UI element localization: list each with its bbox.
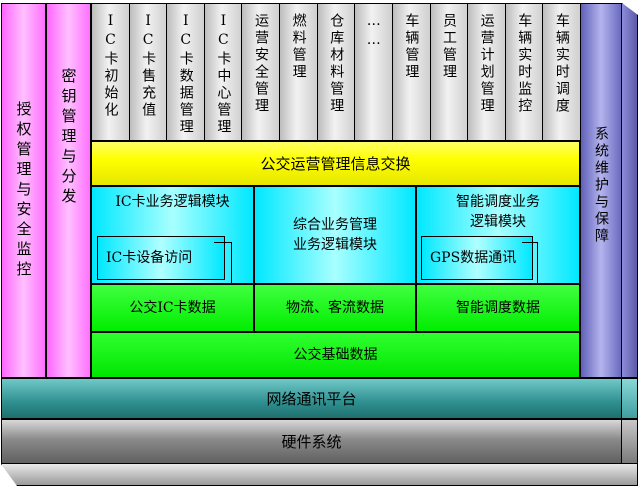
top-module-label: 燃料管理: [290, 13, 307, 81]
dispatch-data-label: 智能调度数据: [456, 300, 540, 316]
comprehensive-logic-module: 综合业务管理 业务逻辑模块: [254, 186, 416, 284]
top-module-label: IC卡数据管理: [177, 13, 194, 136]
network-platform-layer: 网络通讯平台: [1, 378, 622, 419]
gps-data-communication-notch: [522, 242, 538, 284]
top-module-label: 车辆实时监控: [516, 13, 533, 115]
dispatch-logic-label: 智能调度业务 逻辑模块: [456, 194, 540, 230]
ic-device-access-label: IC卡设备访问: [106, 250, 193, 266]
ic-device-access-notch: [214, 242, 232, 284]
top-module-column: 车辆实时调度: [542, 3, 582, 141]
top-module-column: 运营安全管理: [241, 3, 281, 141]
comprehensive-logic-label: 综合业务管理 业务逻辑模块: [293, 217, 377, 253]
top-module-column: 燃料管理: [279, 3, 319, 141]
logistics-passenger-data-label: 物流、客流数据: [286, 300, 384, 316]
security-monitoring-label: 授权管理与安全监控: [14, 100, 33, 281]
system-maintenance-column: 系统维护与保障: [580, 3, 622, 378]
top-module-label: 运营安全管理: [252, 13, 269, 115]
base-bottom-face: [1, 464, 638, 486]
dispatch-data: 智能调度数据: [416, 284, 580, 332]
security-monitoring-column: 授权管理与安全监控: [1, 3, 46, 378]
top-module-column: IC卡数据管理: [166, 3, 206, 141]
hardware-system-side: [622, 419, 638, 464]
base-data-label: 公交基础数据: [293, 347, 378, 363]
network-platform-side: [622, 378, 638, 419]
ic-card-data-label: 公交IC卡数据: [129, 300, 216, 316]
top-module-label: 运营计划管理: [478, 13, 495, 115]
top-module-label: ……: [365, 13, 382, 51]
ic-card-data: 公交IC卡数据: [91, 284, 254, 332]
top-module-label: 员工管理: [441, 13, 458, 81]
info-exchange-layer: 公交运营管理信息交换: [91, 141, 580, 186]
top-module-column: IC卡中心管理: [203, 3, 243, 141]
ic-device-access: IC卡设备访问: [97, 236, 225, 280]
key-management-column: 密钥管理与分发: [46, 3, 91, 378]
top-module-column: 车辆管理: [391, 3, 431, 141]
top-module-column: 车辆实时监控: [504, 3, 544, 141]
top-module-column: IC卡售充值: [128, 3, 168, 141]
gps-data-communication-label: GPS数据通讯: [430, 250, 517, 266]
top-module-label: IC卡中心管理: [215, 13, 232, 136]
top-module-column: 运营计划管理: [467, 3, 507, 141]
base-data-layer: 公交基础数据: [91, 332, 580, 378]
network-platform-label: 网络通讯平台: [266, 389, 357, 408]
top-module-label: IC卡初始化: [102, 13, 119, 119]
top-module-label: IC卡售充值: [140, 13, 157, 119]
gps-data-communication: GPS数据通讯: [421, 236, 533, 280]
hardware-system-label: 硬件系统: [281, 432, 342, 451]
key-management-label: 密钥管理与分发: [59, 68, 78, 208]
hardware-system-layer: 硬件系统: [1, 419, 622, 464]
system-maintenance-label: 系统维护与保障: [593, 126, 609, 245]
system-maintenance-side: [622, 3, 638, 378]
logistics-passenger-data: 物流、客流数据: [254, 284, 416, 332]
top-module-label: 车辆实时调度: [553, 13, 570, 115]
top-module-column: 员工管理: [429, 3, 469, 141]
info-exchange-label: 公交运营管理信息交换: [260, 154, 411, 173]
ic-logic-label: IC卡业务逻辑模块: [115, 194, 230, 210]
top-module-column: IC卡初始化: [91, 3, 130, 141]
top-module-label: 车辆管理: [403, 13, 420, 81]
top-module-label: 仓库材料管理: [328, 13, 345, 115]
top-module-column: ……: [354, 3, 394, 141]
top-module-column: 仓库材料管理: [316, 3, 356, 141]
